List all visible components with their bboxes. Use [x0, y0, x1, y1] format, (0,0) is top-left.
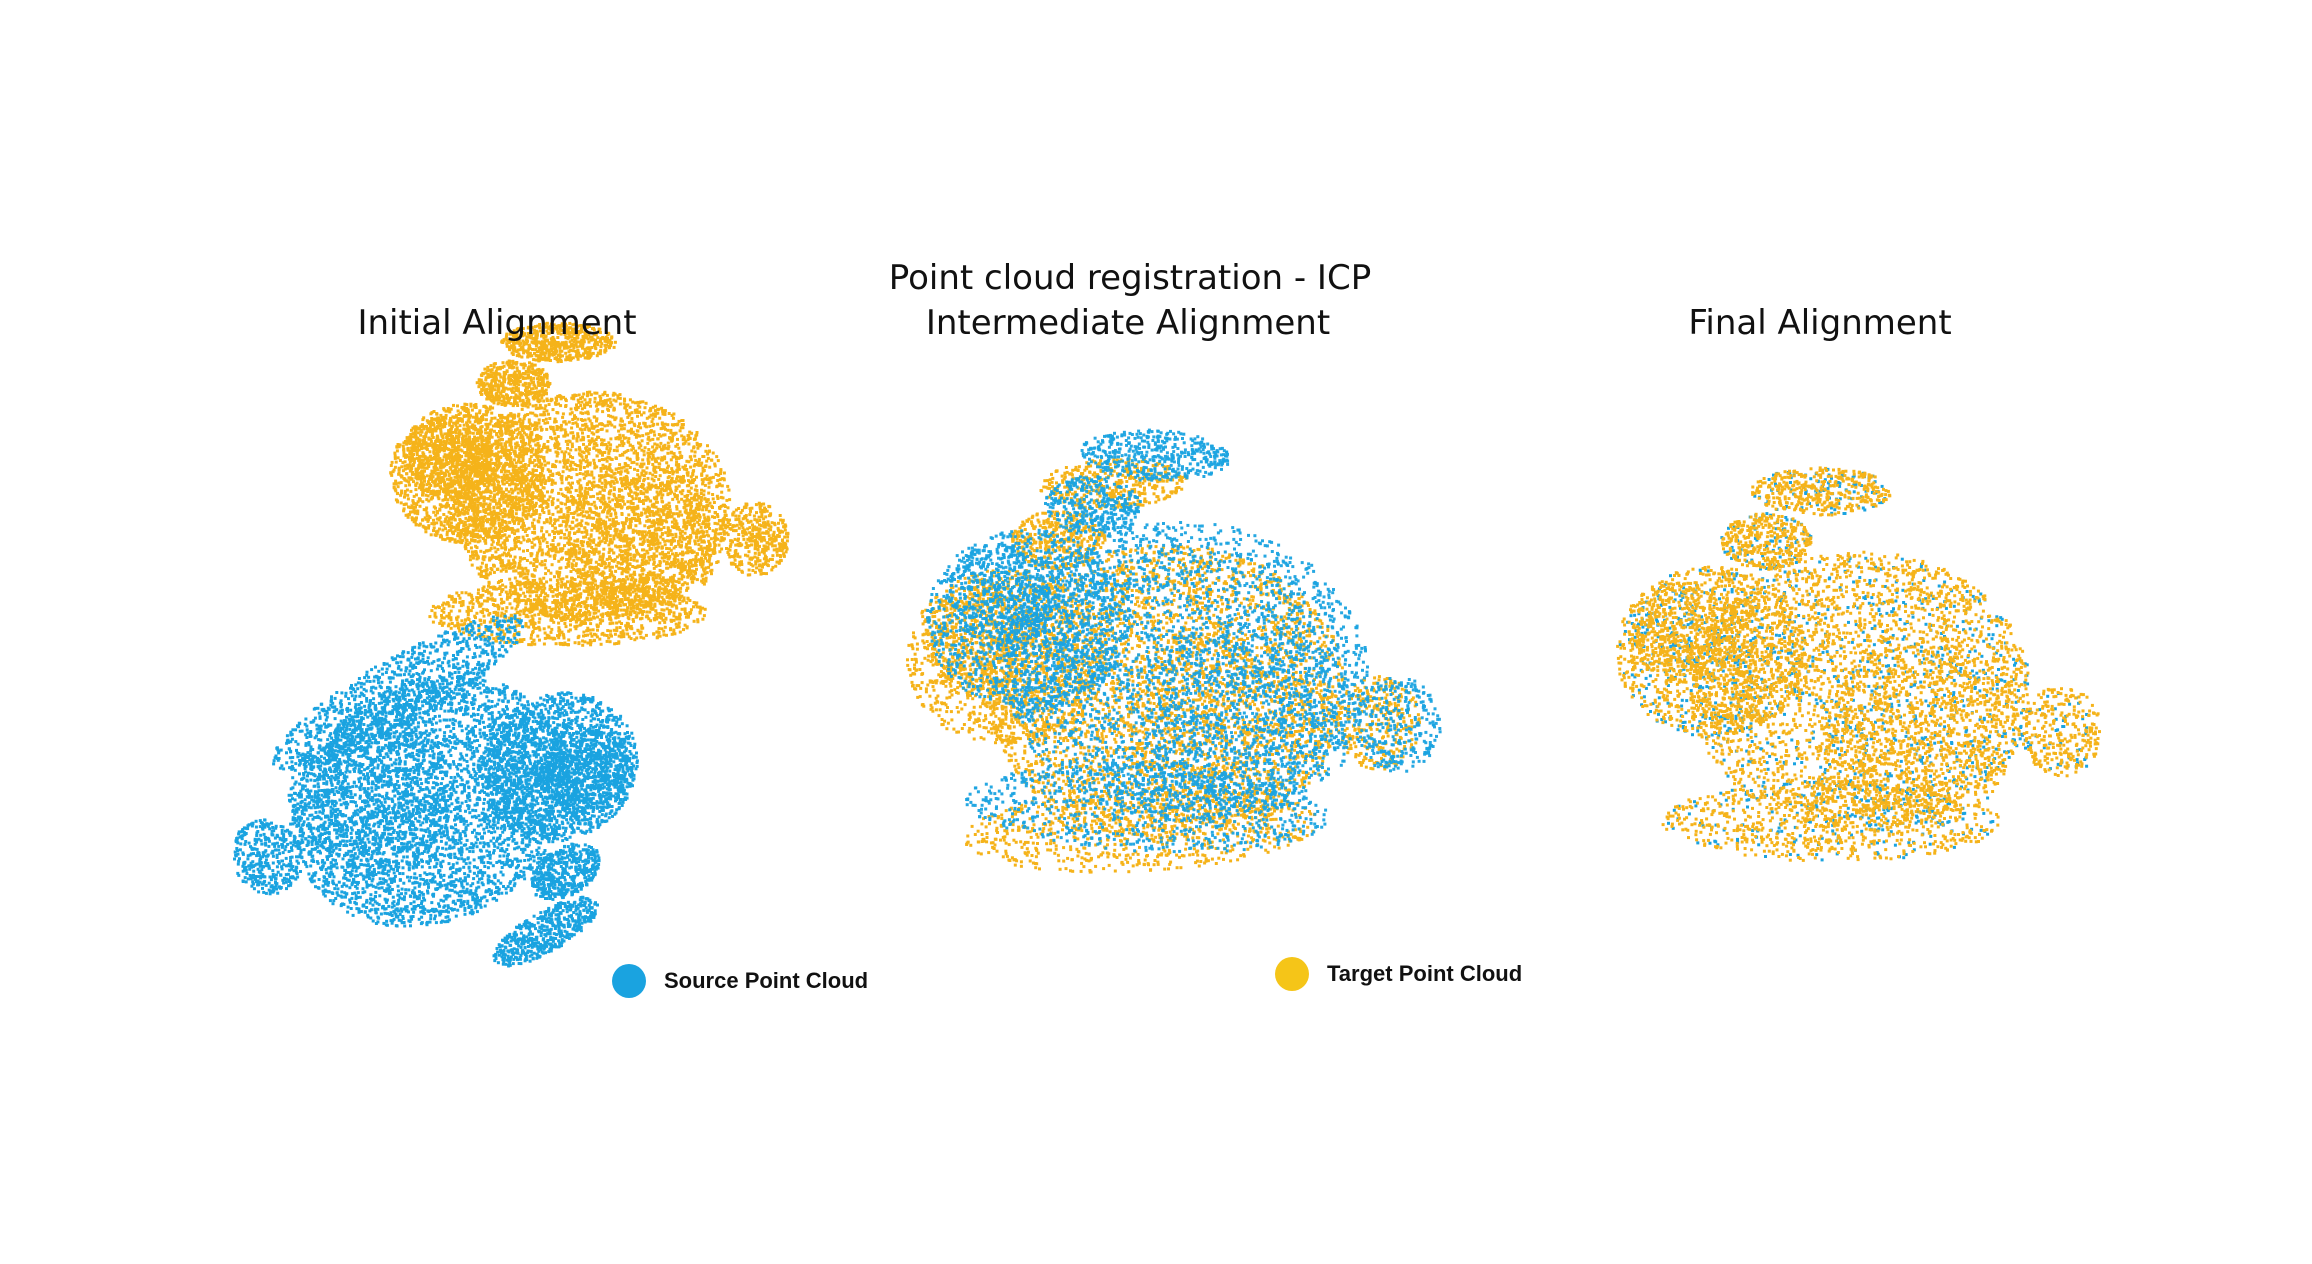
target-swatch-icon: [1275, 957, 1309, 991]
legend-source-label: Source Point Cloud: [664, 968, 868, 994]
legend-source: Source Point Cloud: [612, 964, 868, 998]
legend-target-label: Target Point Cloud: [1327, 961, 1522, 987]
panel-intermediate-alignment: [906, 429, 1442, 874]
panel-title-intermediate: Intermediate Alignment: [926, 303, 1330, 343]
panel-initial-alignment: [233, 322, 789, 968]
source-swatch-icon: [612, 964, 646, 998]
panel-title-final: Final Alignment: [1688, 303, 1951, 343]
legend-target: Target Point Cloud: [1275, 957, 1522, 991]
panel-title-initial: Initial Alignment: [357, 303, 636, 343]
panel-final-alignment: [1616, 466, 2101, 862]
main-title: Point cloud registration - ICP: [889, 258, 1371, 298]
